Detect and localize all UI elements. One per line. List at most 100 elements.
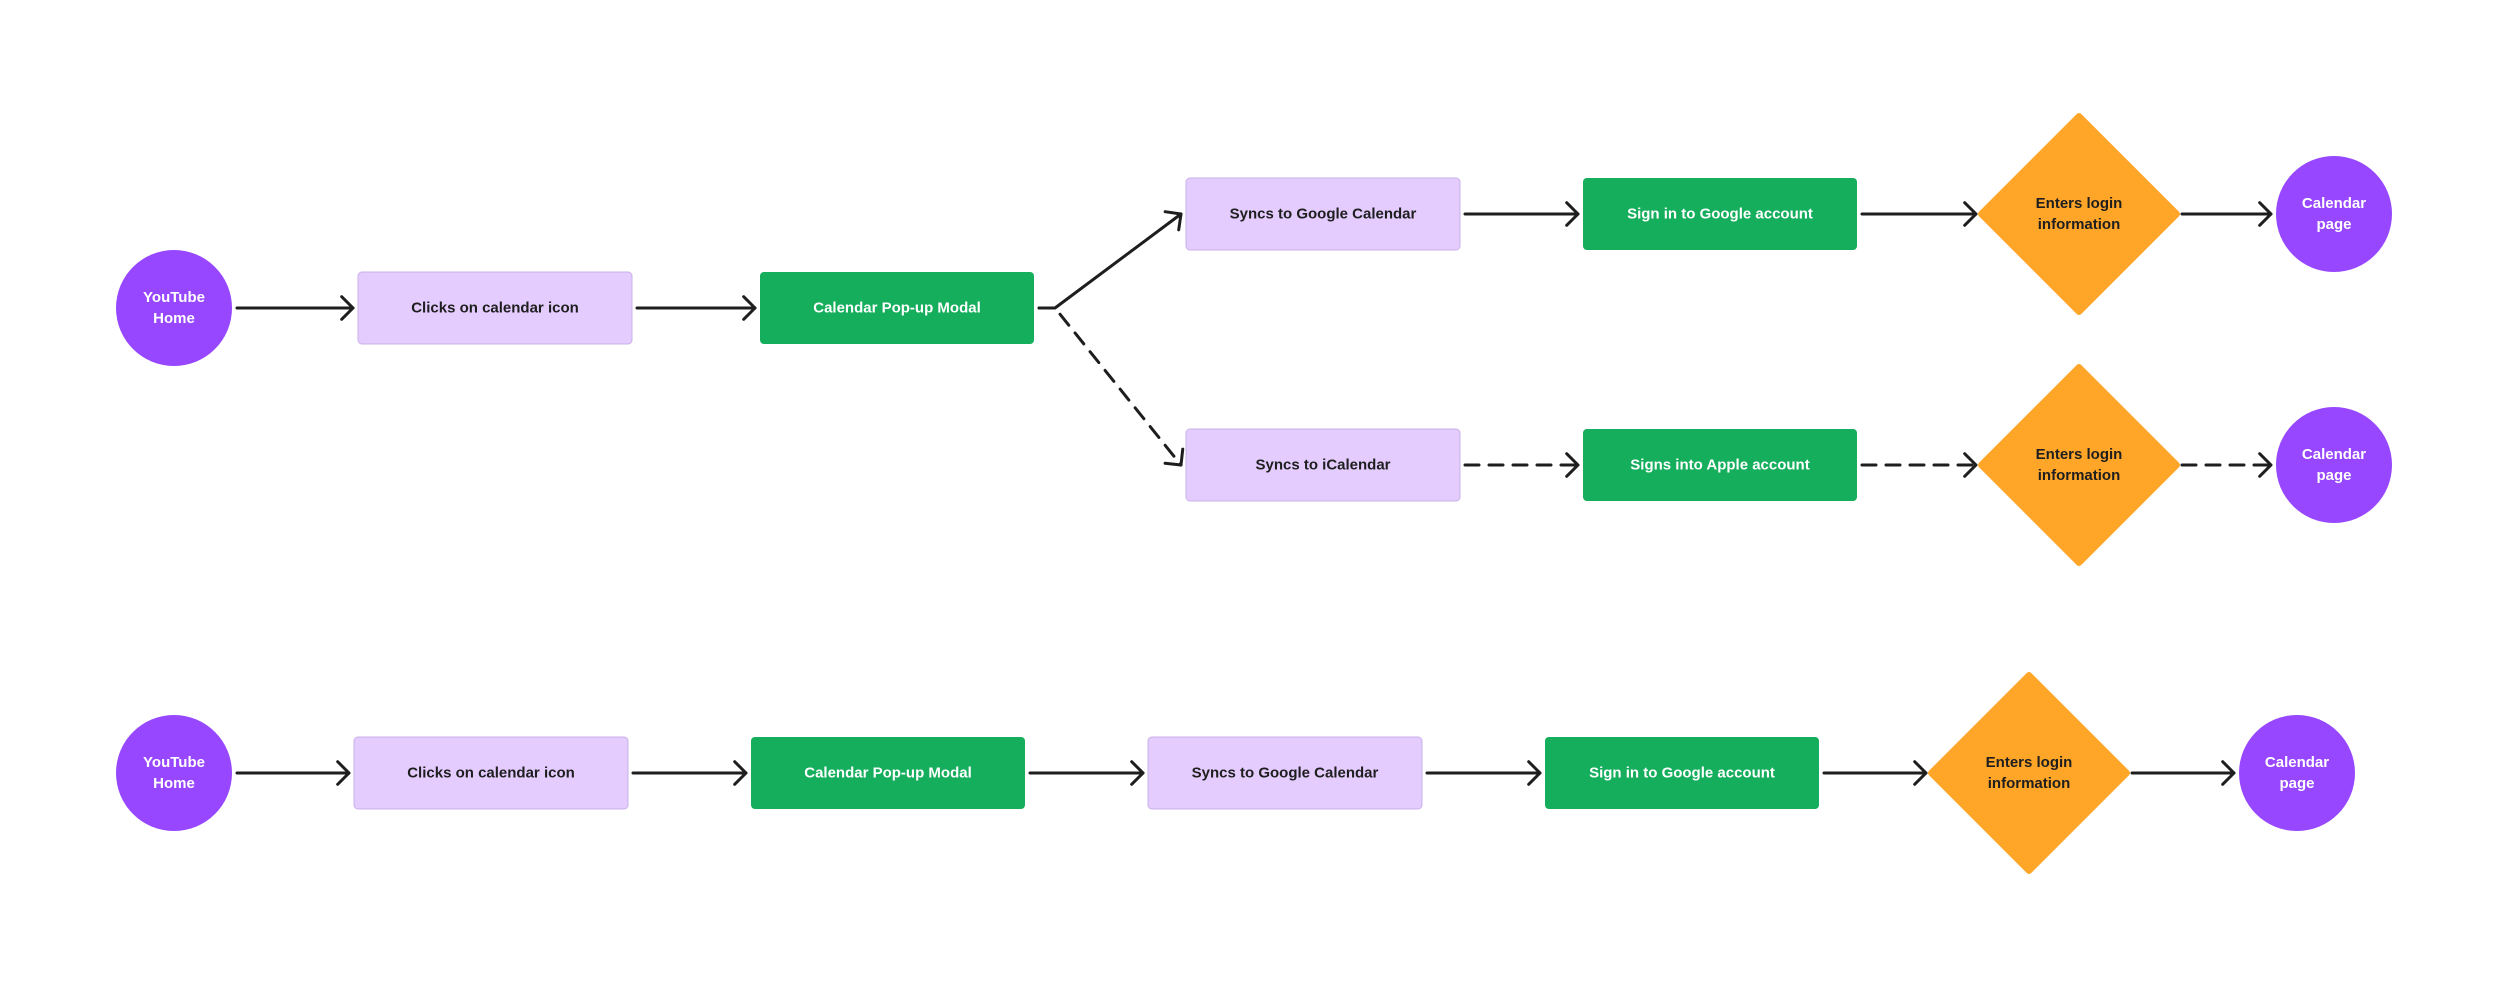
arrowhead [2221, 760, 2236, 786]
node-label: Enters login [2036, 446, 2123, 463]
node-label: Clicks on calendar icon [411, 300, 579, 317]
flow-node-a-click: Clicks on calendar icon [357, 271, 633, 345]
flow-node-a-ilogin: Enters login information [1978, 364, 2180, 566]
flow-node-a-gpage: Calendar page [2276, 156, 2392, 272]
node-label: Enters login [2036, 195, 2123, 212]
node-label: Syncs to Google Calendar [1230, 206, 1417, 223]
node-label: page [2279, 775, 2314, 792]
arrowhead [340, 295, 355, 321]
connector-a-modal-to-a-gsync [1037, 210, 1183, 310]
step-box [353, 736, 629, 810]
node-label: Syncs to Google Calendar [1192, 765, 1379, 782]
connector-b-click-to-b-modal [631, 760, 748, 786]
flow-node-b-gsign: Sign in to Google account [1545, 737, 1819, 809]
connector-a-ilogin-to-a-ipage [2180, 452, 2273, 478]
node-label: Enters login [1986, 754, 2073, 771]
node-label: Calendar [2265, 754, 2329, 771]
connector-b-glogin-to-b-gpage [2130, 760, 2236, 786]
node-label: information [2038, 467, 2121, 484]
connector-b-gsign-to-b-glogin [1822, 760, 1928, 786]
node-label: information [2038, 216, 2121, 233]
node-label: Syncs to iCalendar [1255, 457, 1390, 474]
flow-node-b-glogin: Enters login information [1928, 672, 2130, 874]
node-label: Sign in to Google account [1589, 765, 1775, 782]
node-label: Calendar Pop-up Modal [813, 300, 981, 317]
arrowhead [733, 760, 748, 786]
solid-connector-line [1037, 212, 1183, 310]
flow-node-b-click: Clicks on calendar icon [353, 736, 629, 810]
connectors-layer [235, 201, 2273, 786]
action-box [1545, 737, 1819, 809]
decision-diamond [1928, 672, 2130, 874]
connector-a-gsign-to-a-glogin [1860, 201, 1978, 227]
step-box [1185, 428, 1461, 502]
arrowhead [1913, 760, 1928, 786]
terminal-circle [116, 250, 232, 366]
arrowhead [1163, 210, 1183, 232]
node-label: Home [153, 775, 195, 792]
terminal-circle [2276, 407, 2392, 523]
connector-a-glogin-to-a-gpage [2180, 201, 2273, 227]
connector-a-isign-to-a-ilogin [1860, 452, 1978, 478]
flow-node-b-gsync: Syncs to Google Calendar [1147, 736, 1423, 810]
flow-node-a-ipage: Calendar page [2276, 407, 2392, 523]
arrowhead [1130, 760, 1145, 786]
flow-node-a-modal: Calendar Pop-up Modal [760, 272, 1034, 344]
arrowhead [1565, 452, 1580, 478]
connector-a-home-to-a-click [235, 295, 355, 321]
action-box [1583, 429, 1857, 501]
step-box [1185, 177, 1461, 251]
flow-node-a-isign: Signs into Apple account [1583, 429, 1857, 501]
node-label: Sign in to Google account [1627, 206, 1813, 223]
arrowhead [1963, 201, 1978, 227]
action-box [751, 737, 1025, 809]
terminal-circle [116, 715, 232, 831]
arrowhead [1963, 452, 1978, 478]
action-box [1583, 178, 1857, 250]
flow-node-a-gsync: Syncs to Google Calendar [1185, 177, 1461, 251]
node-label: page [2316, 216, 2351, 233]
connector-a-modal-to-a-isync [1037, 306, 1185, 467]
node-label: Calendar Pop-up Modal [804, 765, 972, 782]
node-label: Signs into Apple account [1630, 457, 1809, 474]
connector-a-click-to-a-modal [635, 295, 757, 321]
action-box [760, 272, 1034, 344]
arrowhead [742, 295, 757, 321]
arrowhead [2258, 201, 2273, 227]
node-label: YouTube [143, 754, 205, 771]
arrowhead [336, 760, 351, 786]
node-label: Clicks on calendar icon [407, 765, 575, 782]
connector-a-isync-to-a-isign [1463, 452, 1580, 478]
arrowhead [1527, 760, 1542, 786]
decision-diamond [1978, 113, 2180, 315]
node-label: Home [153, 310, 195, 327]
flow-node-a-gsign: Sign in to Google account [1583, 178, 1857, 250]
flow-node-b-gpage: Calendar page [2239, 715, 2355, 831]
step-box [357, 271, 633, 345]
node-label: YouTube [143, 289, 205, 306]
node-label: page [2316, 467, 2351, 484]
flow-node-a-isync: Syncs to iCalendar [1185, 428, 1461, 502]
node-label: Calendar [2302, 195, 2366, 212]
node-label: information [1988, 775, 2071, 792]
terminal-circle [2239, 715, 2355, 831]
connector-a-gsync-to-a-gsign [1463, 201, 1580, 227]
arrowhead [2258, 452, 2273, 478]
flow-node-b-modal: Calendar Pop-up Modal [751, 737, 1025, 809]
arrowhead [1163, 447, 1185, 467]
linear-flow-connectors [235, 760, 2236, 786]
arrowhead [1565, 201, 1580, 227]
decision-diamond [1978, 364, 2180, 566]
node-label: Calendar [2302, 446, 2366, 463]
connector-b-gsync-to-b-gsign [1425, 760, 1542, 786]
connector-b-modal-to-b-gsync [1028, 760, 1145, 786]
connector-b-home-to-b-click [235, 760, 351, 786]
terminal-circle [2276, 156, 2392, 272]
dashed-connector-line [1037, 306, 1183, 467]
